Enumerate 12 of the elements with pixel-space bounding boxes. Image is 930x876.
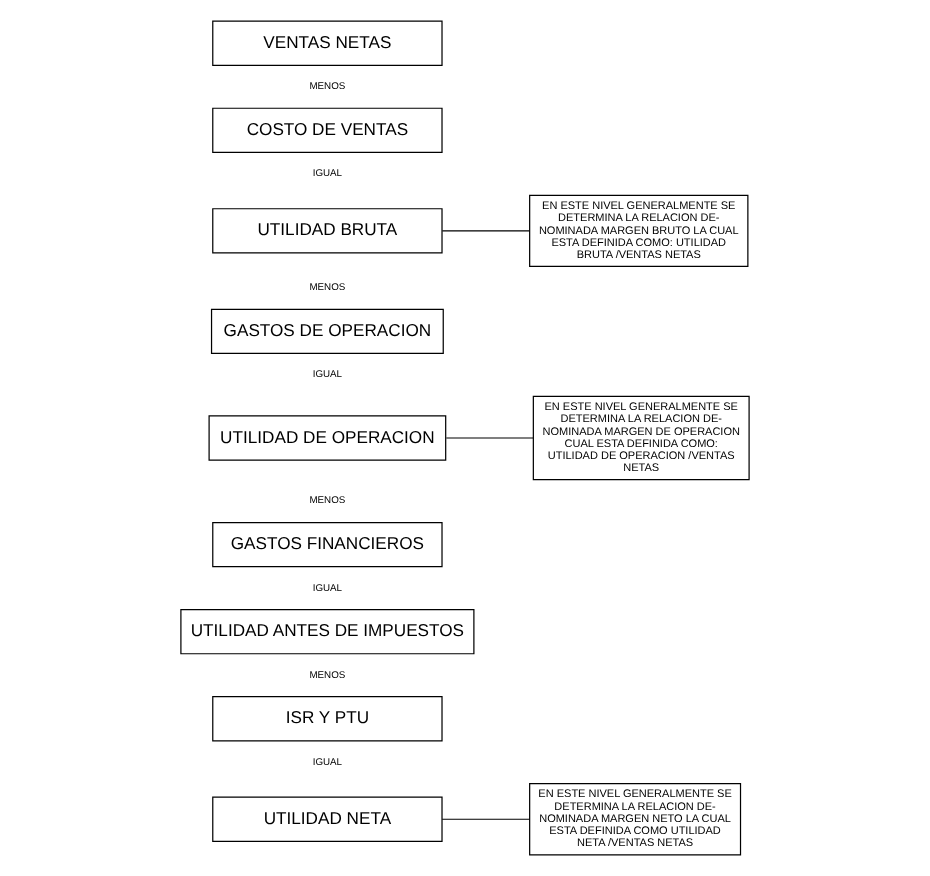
node-box: COSTO DE VENTAS — [212, 107, 443, 153]
node-box: GASTOS FINANCIEROS — [212, 521, 443, 568]
node-box: UTILIDAD ANTES DE IMPUESTOS — [180, 609, 475, 655]
node-box: UTILIDAD DE OPERACION — [208, 415, 447, 461]
connector — [445, 437, 534, 439]
node-box: UTILIDAD NETA — [212, 796, 443, 842]
connector — [441, 230, 531, 232]
node-box: VENTAS NETAS — [212, 20, 443, 66]
connector — [441, 818, 531, 820]
node-box: UTILIDAD BRUTA — [212, 208, 443, 254]
node-box: ISR Y PTU — [212, 696, 443, 742]
node-box: GASTOS DE OPERACION — [210, 308, 444, 355]
